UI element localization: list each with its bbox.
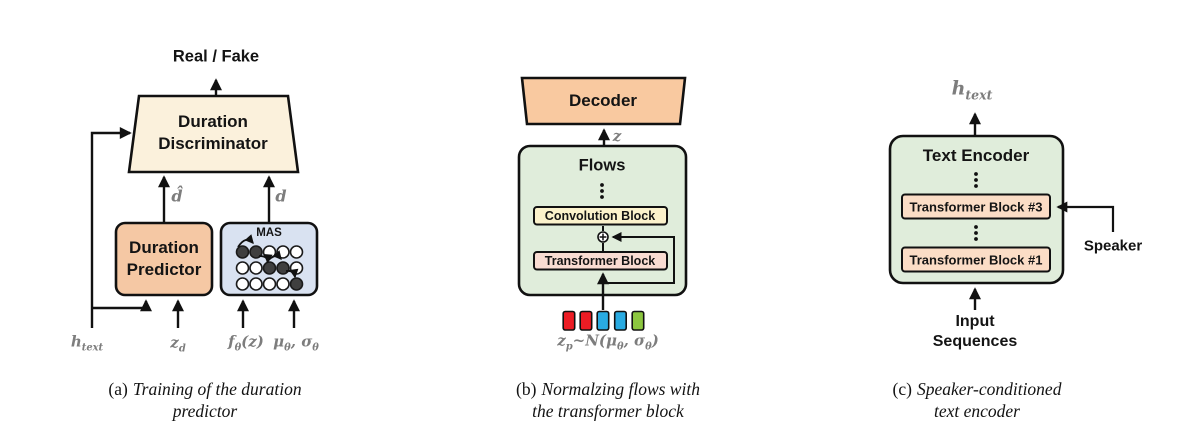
panel-b-diagram <box>517 76 688 331</box>
z-p-distribution-label: zp~N(μθ, σθ) <box>557 331 659 353</box>
mas-alignment-path-arrows <box>237 234 299 279</box>
h-text-label: htext <box>70 332 104 354</box>
mu-sigma-label: μθ, σθ <box>273 332 319 354</box>
mas-lattice <box>235 245 304 291</box>
text-encoder-label: Text Encoder <box>922 146 1030 165</box>
real-fake-label: Real / Fake <box>172 47 260 66</box>
d-label: d <box>275 186 287 206</box>
flows-label: Flows <box>578 156 626 175</box>
duration-discriminator-label: Duration Discriminator <box>158 112 268 153</box>
z-d-label: zd <box>170 333 186 355</box>
duration-predictor-box <box>114 221 214 297</box>
transformer-block-label: Transformer Block <box>544 253 656 268</box>
input-sequences-label: Input Sequences <box>932 313 1018 350</box>
latent-token-rects <box>562 310 645 331</box>
panel-a-diagram <box>90 78 319 328</box>
transformer-block-3-box <box>901 193 1051 220</box>
d-hat-label: d̂ <box>171 186 183 206</box>
transformer-block-box <box>533 251 668 271</box>
transformer-block-1-label: Transformer Block #1 <box>909 252 1043 267</box>
transformer-block-3-label: Transformer Block #3 <box>909 199 1043 214</box>
caption-b: (b)Normalzing flows with the transformer… <box>516 379 700 421</box>
encoder-lower-ellipsis-dots <box>974 225 978 241</box>
f-theta-z-label: fθ(z) <box>228 332 264 354</box>
caption-c: (c)Speaker-conditioned text encoder <box>892 379 1062 421</box>
residual-skip-arrow <box>603 232 675 284</box>
convolution-block-box <box>533 206 668 226</box>
caption-a: (a)Training of the duration predictor <box>108 379 302 421</box>
z-label: z <box>612 127 622 145</box>
h-text-output-label: htext <box>951 77 993 103</box>
htext-to-predictor-arrow <box>92 299 152 312</box>
decoder-label: Decoder <box>568 91 638 110</box>
duration-predictor-label: Duration Predictor <box>126 238 202 279</box>
decoder-trapezoid <box>520 76 687 126</box>
mas-filled-node <box>289 277 304 291</box>
plus-sum-icon <box>597 231 609 243</box>
panel-c-diagram <box>888 112 1115 310</box>
transformer-block-1-box <box>901 246 1051 273</box>
mas-filled-node <box>235 245 250 259</box>
mas-filled-node <box>249 245 263 259</box>
speaker-conditioning-arrow <box>1056 201 1115 232</box>
mas-filled-node <box>262 261 277 275</box>
duration-discriminator-trapezoid <box>127 94 300 174</box>
encoder-upper-ellipsis-dots <box>974 172 978 188</box>
speaker-label: Speaker <box>1083 237 1143 255</box>
mas-label: MAS <box>256 227 282 239</box>
mas-filled-node <box>276 261 290 275</box>
flows-ellipsis-dots <box>600 183 604 199</box>
convolution-block-label: Convolution Block <box>544 208 656 223</box>
htext-to-discriminator-arrow <box>90 127 132 328</box>
